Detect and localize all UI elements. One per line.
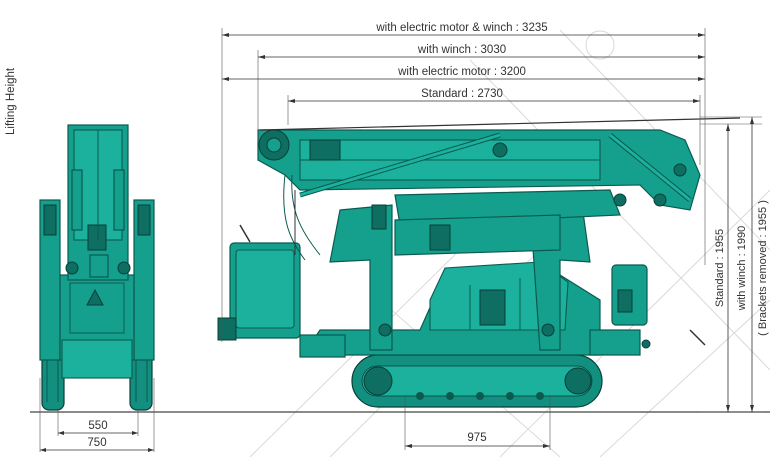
width-inner-label: 550 — [88, 420, 107, 432]
length-motor-winch-label: with electric motor & winch : 3235 — [375, 22, 547, 34]
length-winch-label: with winch : 3030 — [417, 44, 506, 56]
track-length-dimension: 975 — [404, 395, 551, 450]
lifting-height-title: Lifting Height — [5, 67, 17, 135]
track-length-label: 975 — [467, 432, 486, 444]
side-view-machine — [217, 117, 741, 408]
height-brackets-label: ( Brackets removed : 1955 ) — [757, 200, 769, 336]
length-standard-label: Standard : 2730 — [421, 88, 503, 100]
front-view-machine — [39, 124, 155, 411]
length-dimensions: with electric motor & winch : 3235 with … — [221, 22, 706, 342]
height-dimensions: Standard : 1955 with winch : 1990 ( Brac… — [700, 116, 769, 413]
length-motor-label: with electric motor : 3200 — [397, 66, 526, 78]
front-width-dimensions: 550 750 — [39, 378, 155, 452]
height-standard-label: Standard : 1955 — [714, 229, 726, 307]
height-winch-label: with winch : 1990 — [736, 226, 748, 311]
width-outer-label: 750 — [87, 437, 106, 449]
